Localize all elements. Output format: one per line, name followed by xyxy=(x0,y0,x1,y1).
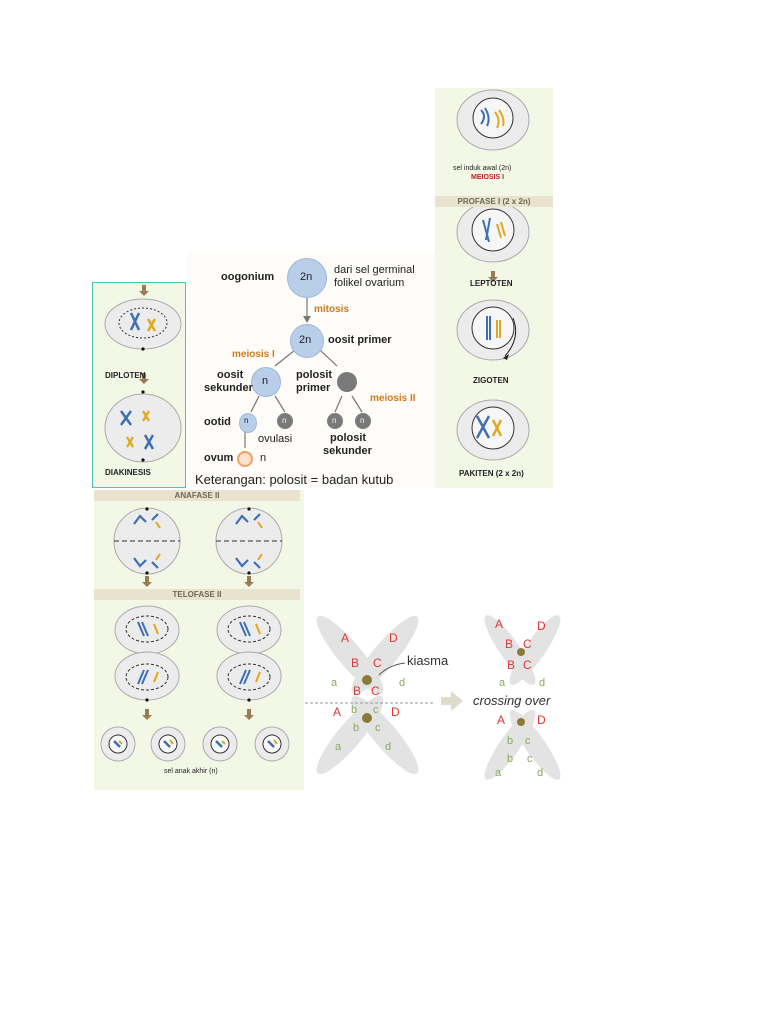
kiasma-label: kiasma xyxy=(407,653,449,668)
allele-D-2: D xyxy=(391,705,400,719)
allele-C-1: C xyxy=(373,656,382,670)
oosit-primer-cell xyxy=(290,324,324,358)
keterangan-note: Keterangan: polosit = badan kutub xyxy=(195,472,394,487)
polosit-primer-label-1: polosit xyxy=(296,369,333,381)
allele-d-2: d xyxy=(385,741,392,753)
meiosis-1-heading: MEIOSIS I xyxy=(471,174,505,181)
allele-D-1: D xyxy=(389,631,398,645)
oogenesis-arrows xyxy=(244,296,363,448)
source-line-1: dari sel germinal xyxy=(334,264,415,276)
anafase-banner: ANAFASE II xyxy=(94,490,300,501)
allele-d-1: d xyxy=(399,677,406,689)
crossing-over-drawing xyxy=(305,615,561,780)
oosit-sekunder-cell xyxy=(251,367,281,397)
allele-B-2: B xyxy=(353,684,362,698)
polosit-small-1 xyxy=(277,413,293,429)
allele-a-4: a xyxy=(495,767,502,779)
allele-c-3: c xyxy=(525,735,531,747)
allele-D-4: D xyxy=(537,713,546,727)
allele-C-3: C xyxy=(523,637,532,651)
oogenesis-diagram: 2n oogonium dari sel germinal folikel ov… xyxy=(187,252,435,488)
ovum-cell xyxy=(237,451,253,467)
ovum-label: ovum xyxy=(204,452,234,464)
ovulasi-label: ovulasi xyxy=(258,433,293,445)
allele-C-2: C xyxy=(371,684,380,698)
prophase-right-drawing xyxy=(456,89,530,461)
crossing-over-diagram: A D B C B C A D a d b c b c a d kiasma c… xyxy=(305,605,570,790)
oosit-sekunder-ploidy: n xyxy=(262,375,269,387)
polosit-primer-label-2: primer xyxy=(296,382,331,394)
allele-A-3: A xyxy=(495,617,504,631)
oogonium-label: oogonium xyxy=(221,271,275,283)
allele-b-2: b xyxy=(353,722,360,734)
profase-banner: PROFASE I (2 x 2n) xyxy=(435,196,553,207)
mitosis-label: mitosis xyxy=(314,304,350,315)
crossing-over-label: crossing over xyxy=(473,693,551,708)
allele-D-3: D xyxy=(537,619,546,633)
source-line-2: folikel ovarium xyxy=(334,277,405,289)
ootid-ploidy: n xyxy=(244,416,249,425)
sel-induk-label: sel induk awal (2n) xyxy=(453,165,512,172)
sel-anak-label: sel anak akhir (n) xyxy=(164,768,218,775)
oosit-sekunder-label-1: oosit xyxy=(217,369,244,381)
allele-A-1: A xyxy=(341,631,350,645)
prophase-right-panel: sel induk awal (2n) MEIOSIS I PROFASE I … xyxy=(435,88,553,488)
oosit-sekunder-label-2: sekunder xyxy=(204,382,253,394)
allele-B-3: B xyxy=(505,637,514,651)
allele-c-2: c xyxy=(375,722,381,734)
polosit-sekunder-label-1: polosit xyxy=(330,432,367,444)
allele-b-3: b xyxy=(507,735,514,747)
oogonium-ploidy: 2n xyxy=(300,271,313,283)
allele-b-4: b xyxy=(507,753,514,765)
telofase-banner: TELOFASE II xyxy=(94,589,300,600)
polosit-small-1-ploidy: n xyxy=(282,416,287,425)
allele-b-1: b xyxy=(351,704,358,716)
polosit-sekunder-label-2: sekunder xyxy=(323,445,372,457)
polosit-small-3-ploidy: n xyxy=(360,416,365,425)
oogonium-cell xyxy=(287,258,327,298)
pakiten-label: PAKITEN (2 x 2n) xyxy=(459,469,524,478)
allele-d-3: d xyxy=(539,677,546,689)
leptoten-label: LEPTOTEN xyxy=(470,279,513,288)
polosit-primer-cell xyxy=(337,372,357,392)
diploten-label: DIPLOTEN xyxy=(105,371,146,380)
allele-c-4: c xyxy=(527,753,533,765)
polosit-small-2-ploidy: n xyxy=(332,416,337,425)
zigoten-label: ZIGOTEN xyxy=(473,376,509,385)
meiosis-1-label: meiosis I xyxy=(232,349,275,360)
meiosis-2-panel: ANAFASE II TELOFASE II xyxy=(94,490,304,790)
oosit-primer-ploidy: 2n xyxy=(299,334,312,346)
oosit-primer-label: oosit primer xyxy=(328,334,392,346)
polosit-small-2 xyxy=(327,413,343,429)
allele-c-1: c xyxy=(373,704,379,716)
meiosis-2-label: meiosis II xyxy=(370,393,416,404)
prophase-left-panel: DIPLOTEN DIAKINESIS xyxy=(92,282,186,488)
prophase-left-drawing xyxy=(104,285,182,463)
allele-A-2: A xyxy=(333,705,342,719)
allele-d-4: d xyxy=(537,767,544,779)
ovum-ploidy: n xyxy=(260,452,267,464)
allele-B-4: B xyxy=(507,658,516,672)
meiosis-2-drawing xyxy=(100,507,290,762)
allele-B-1: B xyxy=(351,656,360,670)
allele-a-3: a xyxy=(499,677,506,689)
polosit-small-3 xyxy=(355,413,371,429)
allele-a-1: a xyxy=(331,677,338,689)
allele-a-2: a xyxy=(335,741,342,753)
allele-C-4: C xyxy=(523,658,532,672)
diakinesis-label: DIAKINESIS xyxy=(105,468,151,477)
ootid-cell xyxy=(239,413,257,433)
ootid-label: ootid xyxy=(204,416,231,428)
allele-A-4: A xyxy=(497,713,506,727)
